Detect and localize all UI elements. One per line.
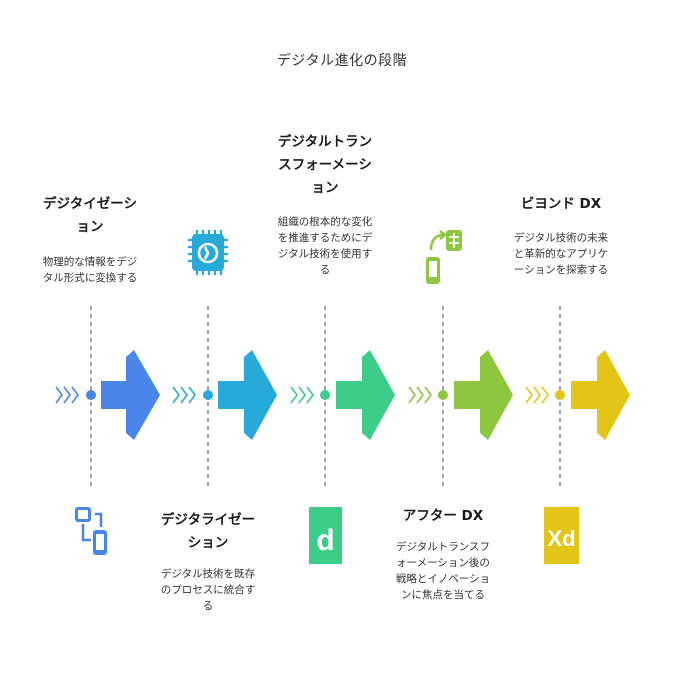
mobile-sync-icon bbox=[426, 230, 462, 284]
stage-5-chevrons bbox=[525, 386, 549, 404]
dx-badge-icon: Xd bbox=[544, 507, 579, 564]
devices-icon bbox=[75, 507, 107, 555]
stage-2-dot bbox=[203, 390, 213, 400]
stage-4-chevrons bbox=[408, 386, 432, 404]
stage-4-arrow bbox=[454, 350, 513, 440]
letter-d-text: d bbox=[316, 524, 334, 557]
stage-2-arrow bbox=[218, 350, 277, 440]
stage-1-arrow bbox=[101, 350, 160, 440]
stage-3-arrow bbox=[336, 350, 395, 440]
stage-4-title: アフター DX bbox=[402, 508, 484, 524]
stage-3-marker bbox=[290, 306, 395, 486]
stage-5-dot bbox=[555, 390, 565, 400]
stage-5-marker bbox=[525, 306, 630, 486]
stage-5-title: ビヨンド DX bbox=[520, 196, 602, 212]
dx-badge-text: Xd bbox=[547, 526, 575, 551]
stage-4-dot bbox=[438, 390, 448, 400]
stage-4-marker bbox=[408, 306, 513, 486]
page-title: デジタル進化の段階 bbox=[276, 53, 408, 69]
stage-3-description: 組織の根本的な変化 を推進するためにデ ジタル技術を使用す る bbox=[277, 216, 373, 276]
stage-2-title: デジタライゼー ション bbox=[160, 512, 256, 551]
stage-1-chevrons bbox=[55, 386, 79, 404]
stage-5-arrow bbox=[571, 350, 630, 440]
stage-1-description: 物理的な情報をデジ タル形式に変換する bbox=[42, 256, 138, 284]
stage-2-chevrons bbox=[172, 386, 196, 404]
stage-3-dot bbox=[320, 390, 330, 400]
stage-2-marker bbox=[172, 306, 277, 486]
stage-1-marker bbox=[55, 306, 160, 486]
stage-2-description: デジタル技術を既存 のプロセスに統合す る bbox=[160, 568, 256, 612]
stage-3-title: デジタルトラン スフォーメーシ ョン bbox=[277, 134, 373, 196]
letter-d-icon: d bbox=[309, 507, 342, 564]
processor-chip-icon bbox=[188, 230, 228, 275]
stage-4-description: デジタルトランスフ ォーメーション後の 戦略とイノベーショ ンに焦点を当てる bbox=[395, 541, 491, 601]
stage-1-dot bbox=[86, 390, 96, 400]
stage-3-chevrons bbox=[290, 386, 314, 404]
stage-5-description: デジタル技術の未来 と革新的なアプリケ ーションを探索する bbox=[513, 232, 609, 276]
stage-1-title: デジタイゼーシ ョン bbox=[43, 196, 137, 235]
